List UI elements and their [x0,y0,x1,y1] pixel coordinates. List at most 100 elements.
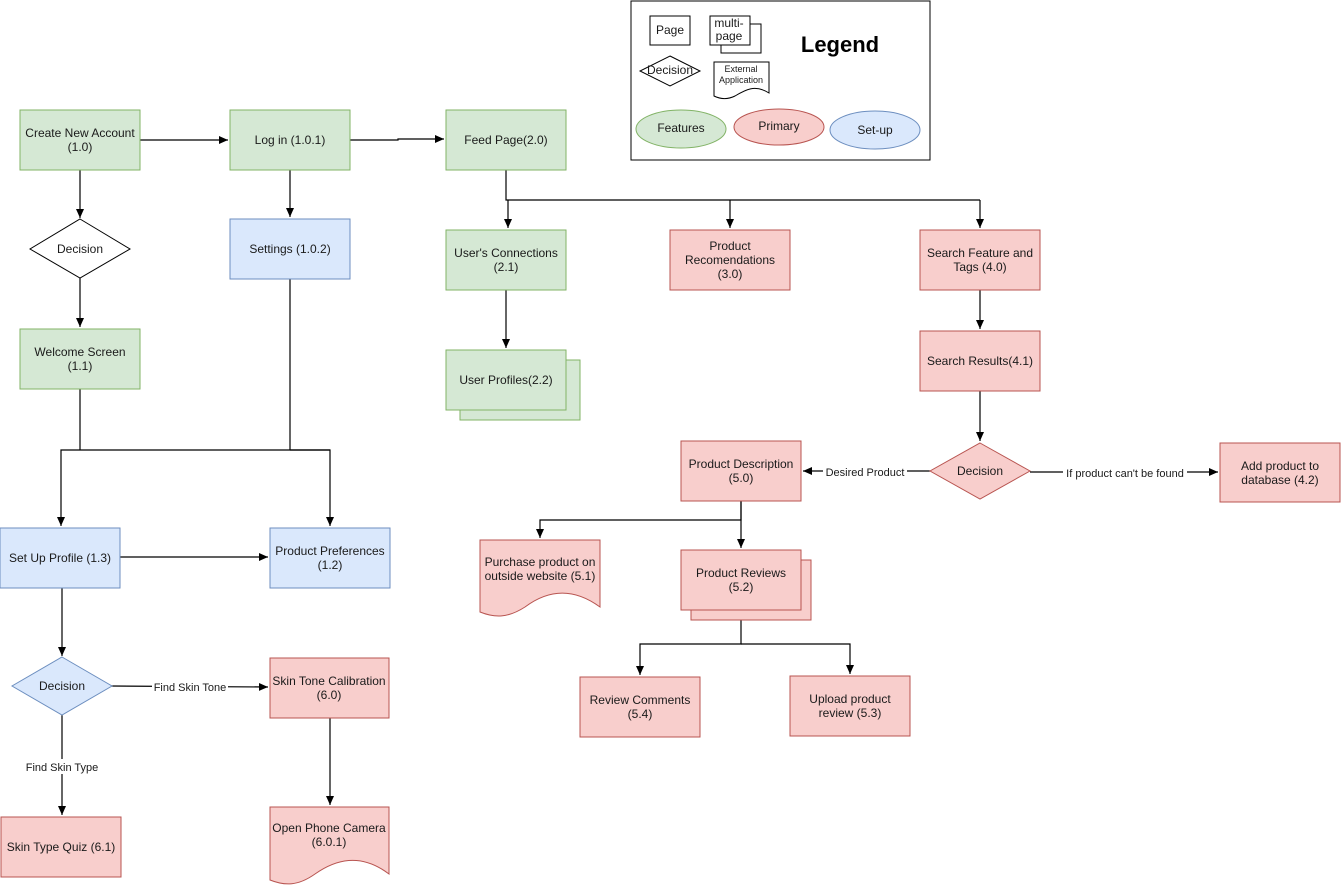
legend-external-line1: External [724,64,757,74]
svg-text:Product Preferences(1.2): Product Preferences(1.2) [275,544,384,572]
node-user-profiles[interactable]: User Profiles(2.2) [445,349,581,421]
legend-page-label: Page [656,23,684,37]
edge-label-not-found: If product can't be found [1066,468,1184,480]
node-decision-4[interactable]: Decision [928,442,1032,500]
node-welcome-line1: Welcome Screen [34,345,125,359]
legend-title: Legend [801,32,879,57]
edge-join-to-preferences [290,449,334,526]
node-review-comments-line1: Review Comments [590,693,691,707]
node-connections[interactable]: User's Connections(2.1) [445,229,567,291]
node-search-results[interactable]: Search Results(4.1) [919,330,1041,392]
legend-multi-page-line2: page [716,29,743,43]
node-recommendations-line2: Recomendations [685,253,775,267]
node-skin-tone[interactable]: Skin Tone Calibration(6.0) [269,657,390,719]
node-skin-tone-line2: (6.0) [317,688,342,702]
edge-label-desired-product: Desired Product [826,467,905,479]
node-settings-label: Settings (1.0.2) [249,242,330,256]
node-open-camera[interactable]: Open Phone Camera(6.0.1) [269,806,390,885]
node-create-account-line1: Create New Account [25,126,135,140]
edge-label-find-skin-tone: Find Skin Tone [154,682,227,694]
legend-setup: Set-up [829,110,921,150]
node-login[interactable]: Log in (1.0.1) [229,109,351,171]
legend-multi-page-line1: multi- [714,16,743,30]
node-product-description-line2: (5.0) [729,471,754,485]
legend-decision: Decision [638,55,702,87]
node-welcome-line2: (1.1) [68,359,93,373]
edge-feed-trunk [505,170,980,201]
legend-page: Page [649,15,691,46]
legend-decision-label: Decision [647,63,693,77]
node-purchase-line2: outside website (5.1) [485,569,596,583]
node-skin-quiz-label: Skin Type Quiz (6.1) [7,840,116,854]
legend: Legend Page multi-page Decision External… [630,0,931,161]
node-user-profiles-label: User Profiles(2.2) [459,373,552,387]
node-search-feature-line1: Search Feature and [927,246,1033,260]
svg-text:Welcome Screen(1.1): Welcome Screen(1.1) [34,345,125,373]
node-create-account-line2: (1.0) [68,140,93,154]
node-connections-line1: User's Connections [454,246,558,260]
node-preferences-line1: Product Preferences [275,544,384,558]
node-decision-6[interactable]: Decision [11,656,113,716]
node-feed[interactable]: Feed Page(2.0) [445,109,567,171]
node-setup-profile-label: Set Up Profile (1.3) [9,551,111,565]
node-decision-6-label: Decision [39,679,85,693]
node-product-description[interactable]: Product Description(5.0) [680,440,802,502]
svg-text:multi-page: multi-page [714,16,743,43]
edge-reviews-to-upload [741,643,854,674]
node-add-product-line2: database (4.2) [1241,473,1318,487]
edge-labels: Desired Product If product can't be foun… [23,464,1187,774]
node-add-product-line1: Add product to [1241,459,1319,473]
svg-text:Product Description(5.0): Product Description(5.0) [689,457,794,485]
node-purchase-line1: Purchase product on [485,555,596,569]
edge-description-to-purchase [536,501,742,538]
legend-features-label: Features [657,121,704,135]
node-decision-1-label: Decision [57,242,103,256]
node-search-feature-line2: Tags (4.0) [953,260,1006,274]
node-product-description-line1: Product Description [689,457,794,471]
node-welcome[interactable]: Welcome Screen(1.1) [19,328,141,390]
node-connections-line2: (2.1) [494,260,519,274]
node-upload-review-line2: review (5.3) [819,706,882,720]
edge-reviews-trunk [636,610,742,675]
node-settings[interactable]: Settings (1.0.2) [229,218,351,280]
edge-login-to-feed [350,135,444,143]
svg-text:Skin Tone Calibration(6.0): Skin Tone Calibration(6.0) [272,674,385,702]
svg-text:Create New Account(1.0): Create New Account(1.0) [25,126,135,154]
node-recommendations-line1: Product [709,239,751,253]
node-product-reviews[interactable]: Product Reviews(5.2) [680,549,812,621]
node-recommendations-line3: (3.0) [718,267,743,281]
svg-text:Review Comments(5.4): Review Comments(5.4) [590,693,691,721]
node-skin-tone-line1: Skin Tone Calibration [272,674,385,688]
node-open-camera-line2: (6.0.1) [312,835,347,849]
legend-setup-label: Set-up [857,123,893,137]
legend-features: Features [635,109,727,149]
svg-text:User's Connections(2.1): User's Connections(2.1) [454,246,558,274]
node-setup-profile[interactable]: Set Up Profile (1.3) [0,527,121,589]
node-decision-4-label: Decision [957,464,1003,478]
node-upload-review-line1: Upload product [809,692,891,706]
node-product-reviews-line2: (5.2) [729,580,754,594]
svg-text:Product Reviews(5.2): Product Reviews(5.2) [696,566,786,594]
node-login-label: Log in (1.0.1) [255,133,326,147]
node-product-reviews-line1: Product Reviews [696,566,786,580]
node-preferences[interactable]: Product Preferences(1.2) [269,527,391,589]
node-create-account[interactable]: Create New Account(1.0) [19,109,141,171]
node-decision-1[interactable]: Decision [29,218,131,279]
node-open-camera-line1: Open Phone Camera [272,821,386,835]
node-review-comments[interactable]: Review Comments(5.4) [579,676,701,738]
node-skin-quiz[interactable]: Skin Type Quiz (6.1) [0,816,122,878]
node-preferences-line2: (1.2) [318,558,343,572]
node-review-comments-line2: (5.4) [628,707,653,721]
